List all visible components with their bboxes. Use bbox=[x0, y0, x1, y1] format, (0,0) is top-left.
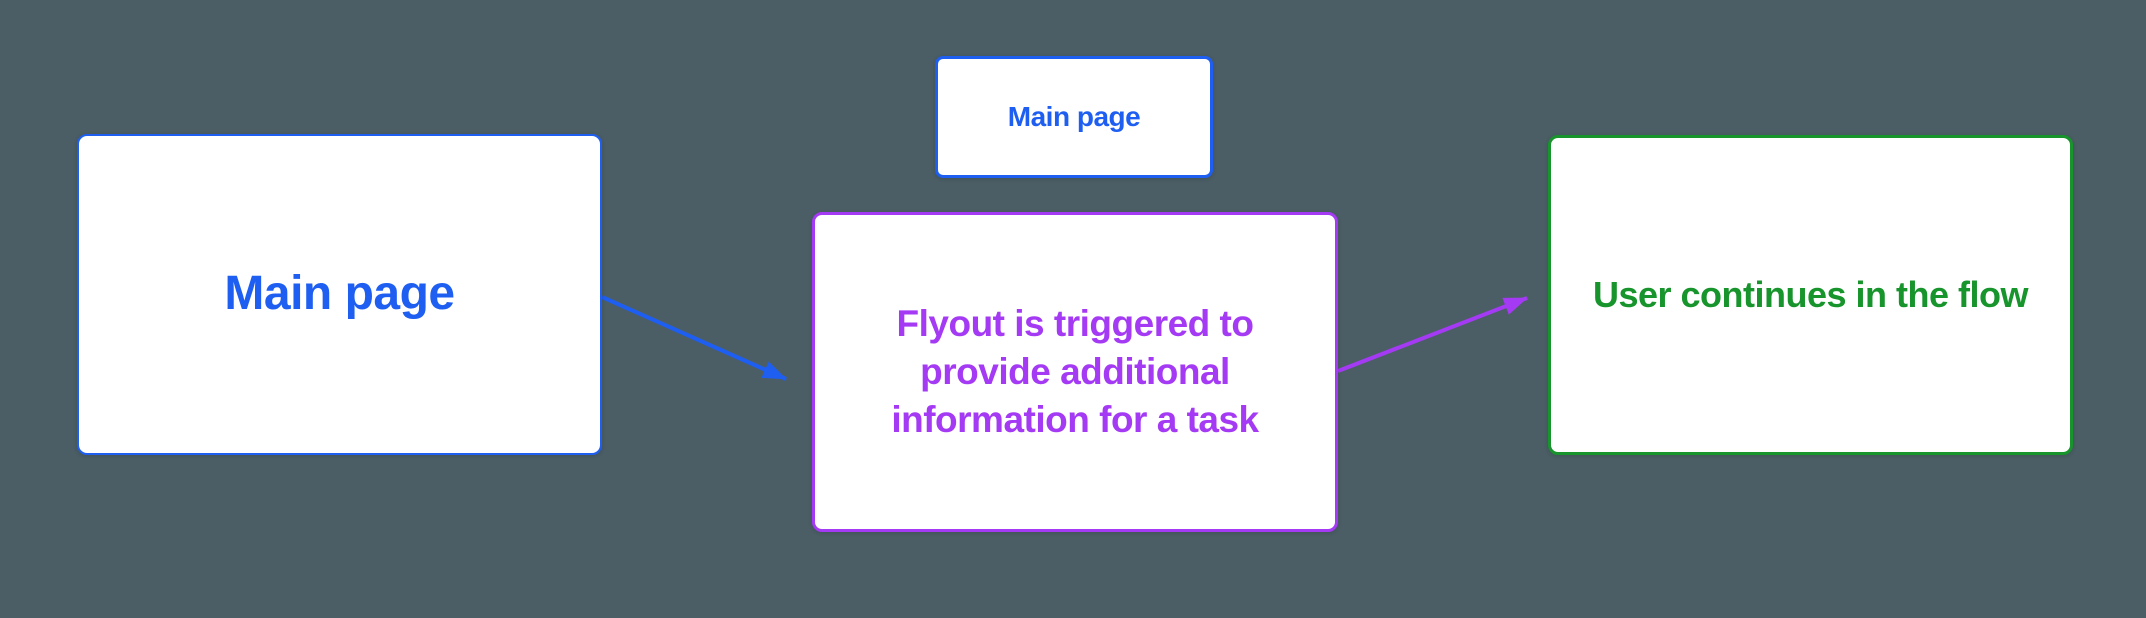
connector-main-to-flyout[interactable] bbox=[601, 295, 787, 381]
node-label: User continues in the flow bbox=[1592, 274, 2029, 316]
node-label: Main page bbox=[1007, 100, 1141, 132]
node-label: Flyout is triggered to provide additiona… bbox=[891, 303, 1259, 440]
node-label: Main page bbox=[224, 267, 455, 321]
node-user-continues[interactable]: User continues in the flow bbox=[1548, 135, 2073, 455]
node-main-page-small[interactable]: Main page bbox=[935, 56, 1213, 178]
node-main-page[interactable]: Main page bbox=[77, 134, 602, 455]
connector-flyout-to-outcome[interactable] bbox=[1337, 296, 1528, 373]
node-flyout[interactable]: Flyout is triggered to provide additiona… bbox=[812, 212, 1338, 532]
